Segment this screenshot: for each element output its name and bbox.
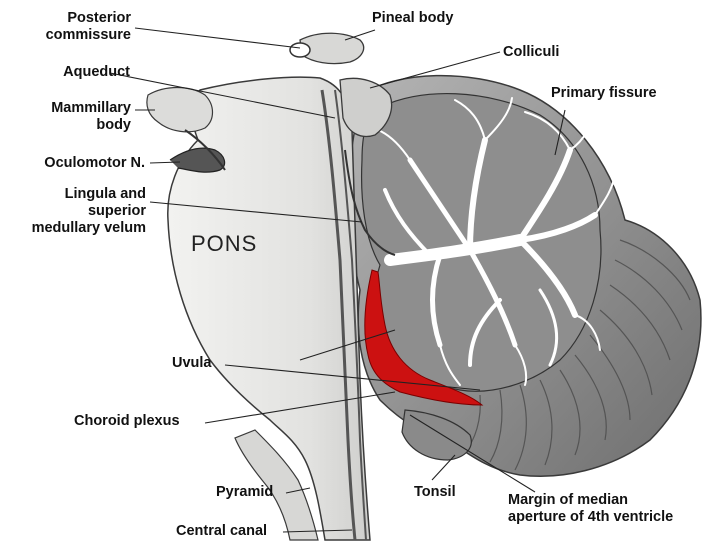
choroid-plexus-label: Choroid plexus [74,413,180,430]
mammillary-body-label: Mammillary body [20,100,131,134]
median-aperture-label: Margin of median aperture of 4th ventric… [508,492,673,526]
pons-label: PONS [191,231,257,257]
posterior-commissure-label: Posterior commissure [20,10,131,44]
lingula-label: Lingula and superior medullary velum [5,186,146,237]
oculomotor-n-label: Oculomotor N. [5,155,145,172]
aqueduct-label: Aqueduct [20,64,130,81]
mammillary-body-shape [147,88,213,132]
colliculi-label: Colliculi [503,44,559,61]
oculomotor-nerve [170,148,225,172]
posterior-commissure-shape [290,43,310,57]
pyramid-label: Pyramid [216,484,273,501]
tonsil-label: Tonsil [414,484,456,501]
central-canal-label: Central canal [176,523,267,540]
uvula-label: Uvula [172,355,212,372]
pineal-body-label: Pineal body [372,10,453,27]
primary-fissure-label: Primary fissure [551,85,657,102]
